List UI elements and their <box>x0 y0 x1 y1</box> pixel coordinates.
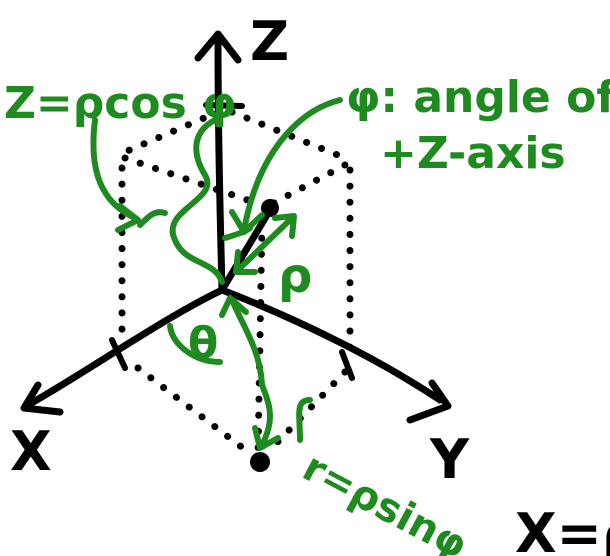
tick-marks <box>109 102 355 381</box>
x-axis-arrowhead <box>20 381 64 416</box>
z-formula-label: Z=ρcos φ <box>4 78 237 129</box>
theta-arrowhead <box>219 295 249 318</box>
green-annotations <box>90 97 343 451</box>
rho-arrowhead-bottom <box>233 249 258 275</box>
x-axis-line <box>24 286 226 409</box>
y-axis-line <box>218 286 444 404</box>
y-axis-label: Y <box>429 428 470 491</box>
phi-description-line1: φ: angle off <box>346 72 610 123</box>
z-formula-curve <box>169 117 225 285</box>
theta-arrow <box>229 297 265 388</box>
z-axis-label: Z <box>250 10 289 73</box>
rho-vector-group <box>218 199 279 472</box>
rho-vector-line <box>218 206 274 294</box>
box-top-back-left <box>121 108 222 156</box>
phi-description-line2: +Z-axis <box>380 128 566 179</box>
r-bracket-arrowhead <box>252 425 281 451</box>
z-axis-arrowhead <box>194 30 242 64</box>
box-top-front-right <box>266 161 349 209</box>
z-tick <box>203 102 245 109</box>
phi-desc-arrow <box>242 97 343 228</box>
r-formula-arrow <box>296 397 313 443</box>
theta-arc <box>167 323 223 365</box>
z-formula-arrow-1-head <box>115 203 141 233</box>
rho-arrowhead-top <box>272 213 297 239</box>
box-bottom-right <box>264 368 349 456</box>
axis-labels: Z X Y X=ρ <box>10 10 610 556</box>
rho-arrow <box>235 215 295 273</box>
projection-point <box>250 452 270 472</box>
y-axis-arrowhead <box>406 379 452 424</box>
box-bottom-left <box>134 364 256 459</box>
phi-arc <box>222 225 253 241</box>
x-axis-label: X <box>10 420 52 483</box>
z-formula-curve-tail <box>137 209 168 228</box>
axes-group <box>20 30 452 424</box>
bottom-right-partial-formula: X=ρ <box>515 502 610 556</box>
dotted-box <box>118 108 354 459</box>
y-tick <box>339 349 355 381</box>
r-bracket-curve <box>259 382 273 448</box>
x-tick <box>109 337 128 371</box>
theta-label: θ <box>188 318 218 369</box>
box-top-front-left <box>121 154 266 209</box>
z-axis-line <box>214 32 226 294</box>
box-edge-front <box>254 218 266 459</box>
z-formula-arrow-1 <box>90 117 138 221</box>
rho-label: ρ <box>278 248 312 304</box>
point-p <box>261 199 279 217</box>
